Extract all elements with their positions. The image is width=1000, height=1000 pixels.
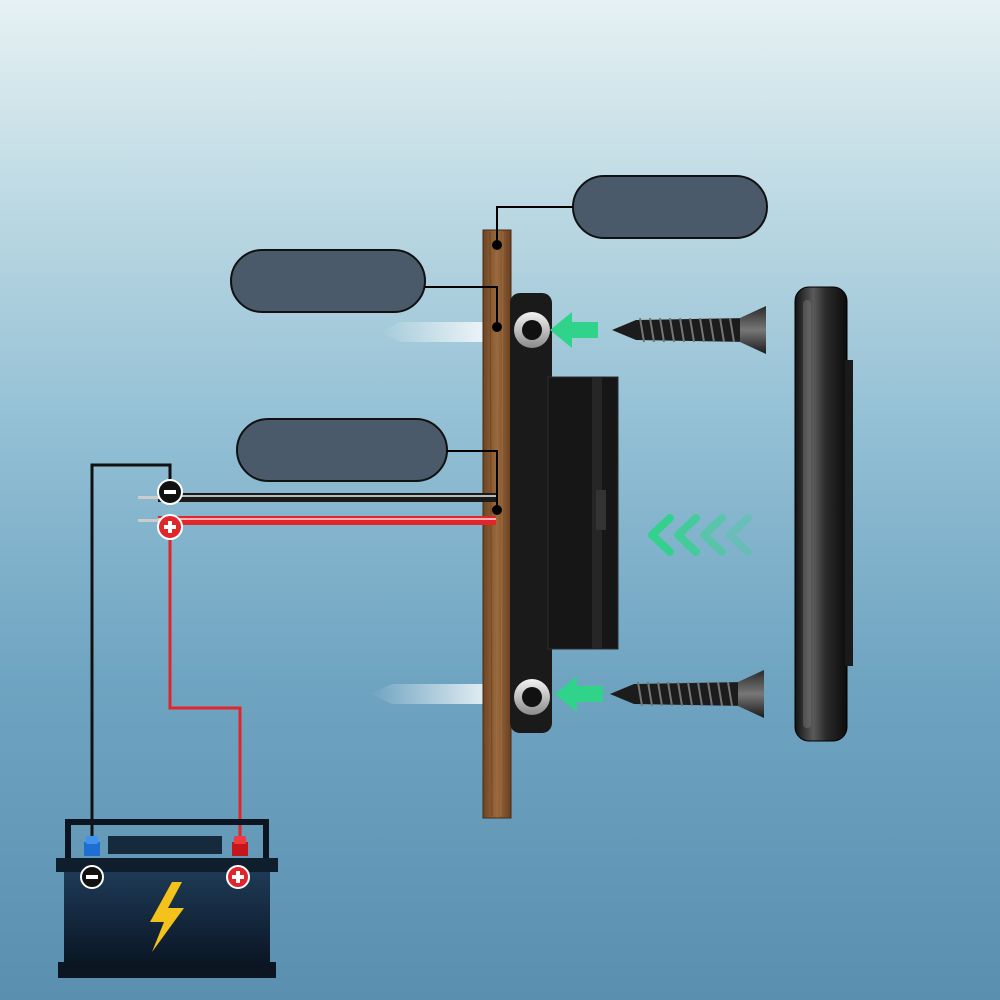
device-cables — [138, 493, 496, 525]
screw-top — [612, 306, 766, 354]
screw-icon — [610, 306, 766, 718]
callout-panel — [573, 176, 767, 238]
battery-icon — [56, 822, 278, 978]
callout-cable — [237, 419, 447, 481]
front-bezel — [795, 287, 853, 741]
ghost-screw-top — [380, 322, 492, 342]
ghost-screw-bottom — [370, 684, 492, 704]
callout-screw — [231, 250, 425, 312]
screw-bottom — [610, 670, 764, 718]
device-base — [510, 293, 618, 733]
insert-direction-arrows — [652, 518, 748, 552]
positive-wire — [170, 527, 240, 855]
terminal-icon — [158, 480, 182, 539]
